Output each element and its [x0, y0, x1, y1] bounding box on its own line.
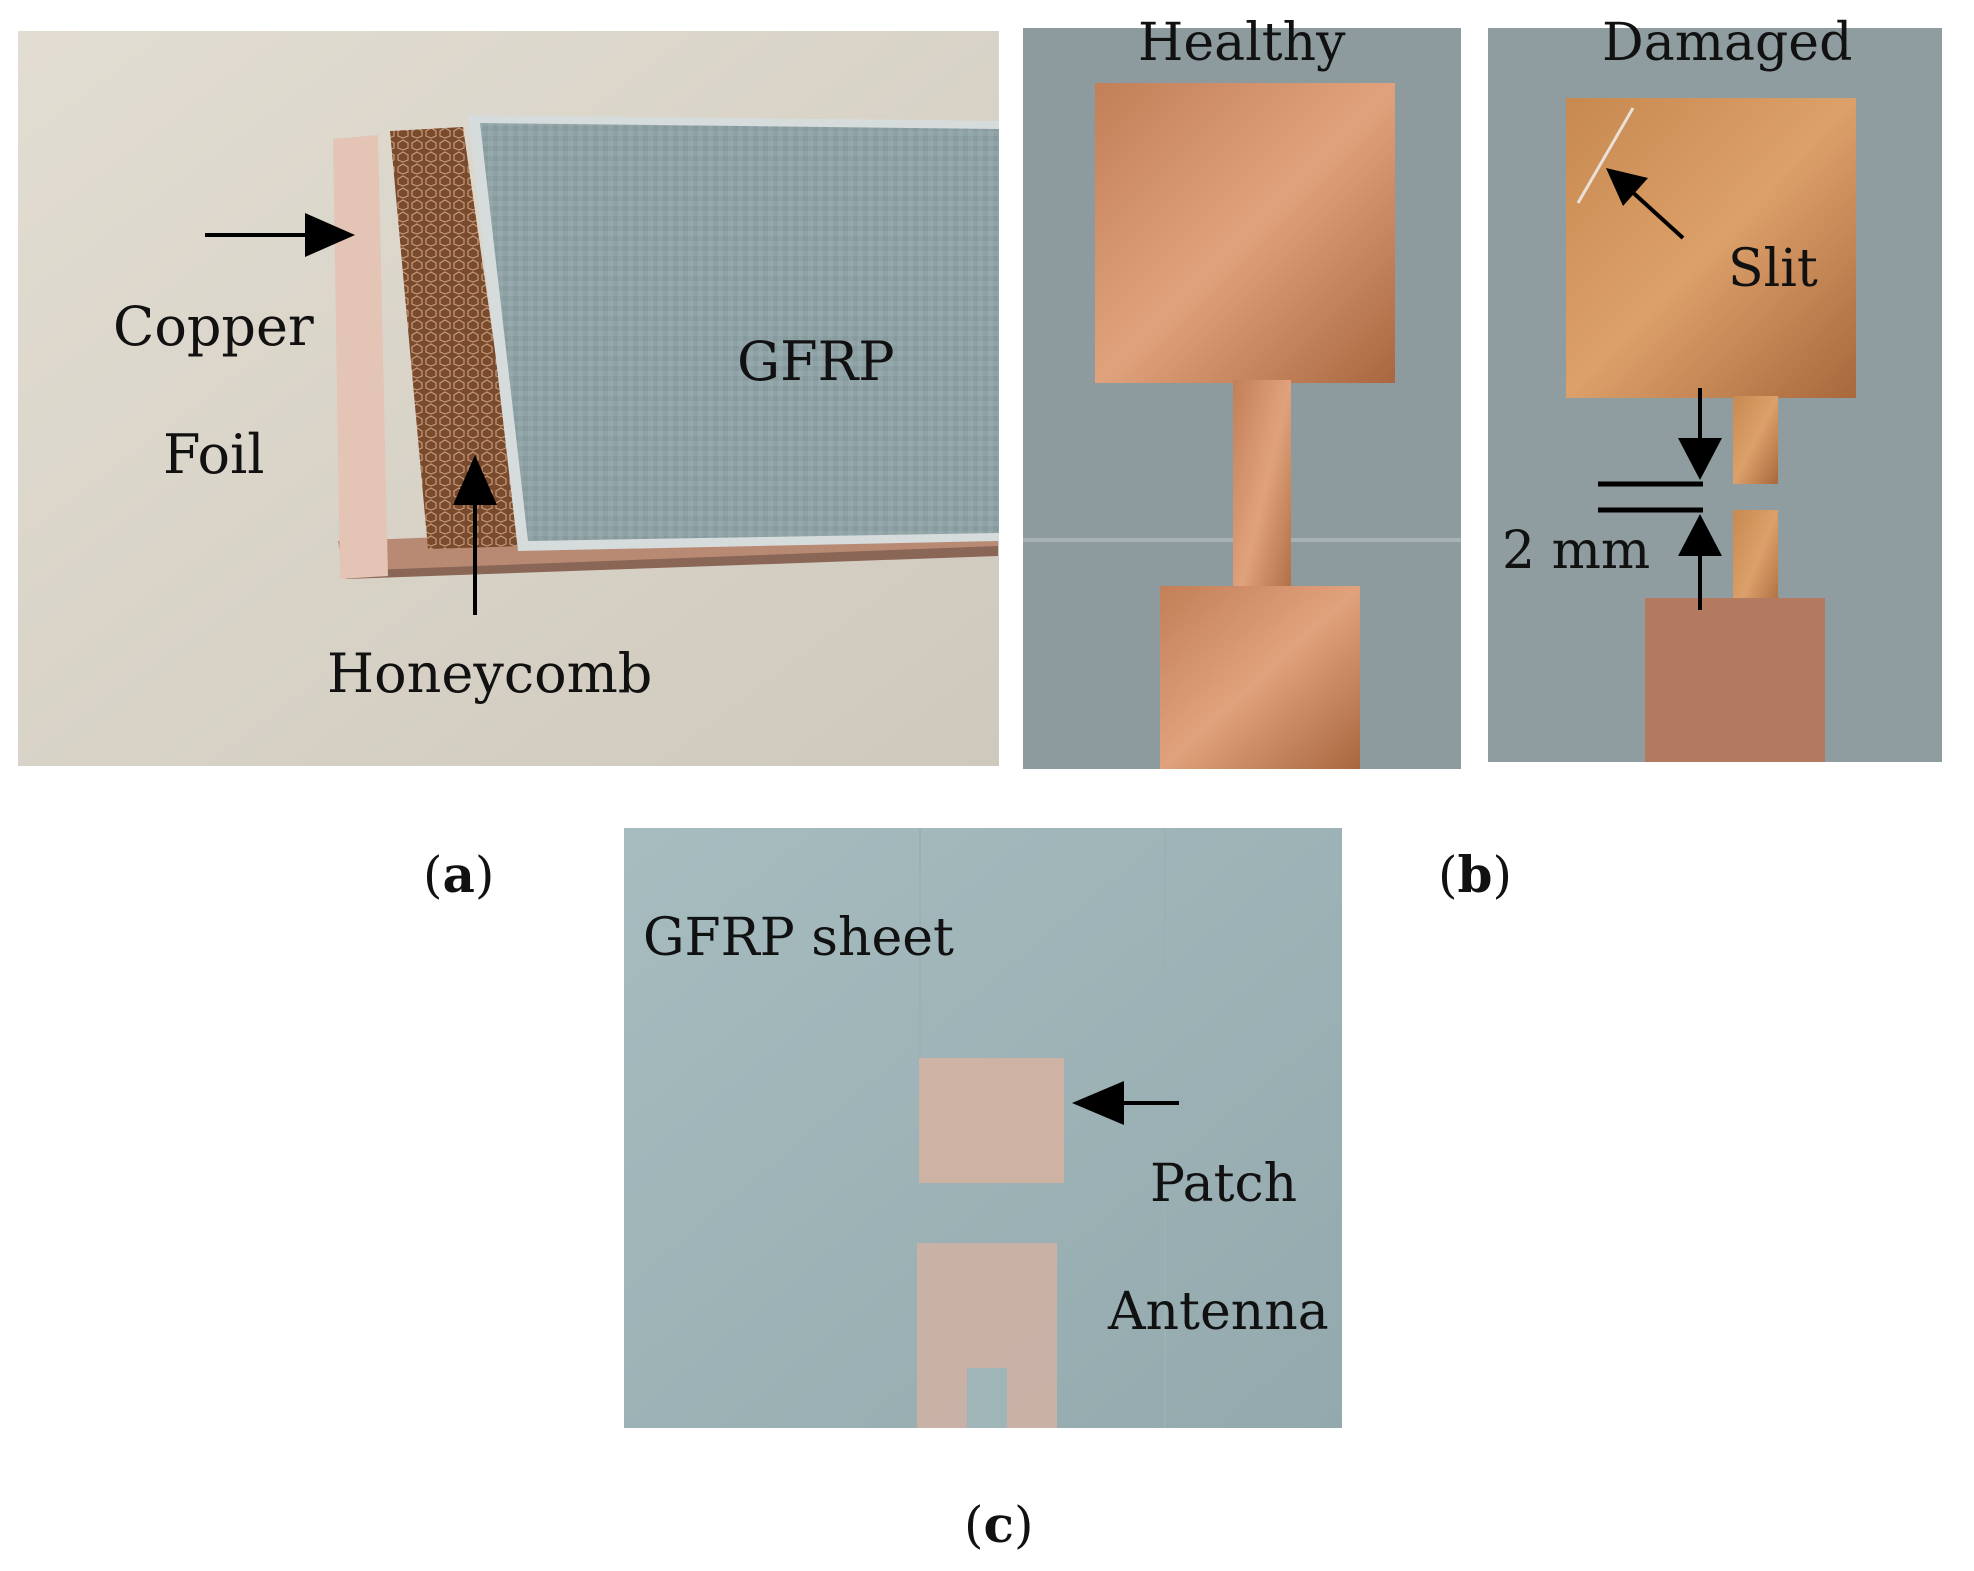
caption-c-open: ( — [964, 1496, 984, 1554]
label-slit: Slit — [1728, 239, 1818, 299]
photo-gfrp-sheet-antenna — [624, 828, 1342, 1428]
caption-c-close: ) — [1013, 1496, 1034, 1554]
arrow-right-icon — [205, 213, 355, 257]
caption-a-letter: a — [442, 845, 475, 904]
photo-damaged-graphic — [1488, 28, 1942, 762]
arrow-copper-foil — [205, 210, 355, 260]
label-copper: Copper — [113, 295, 314, 358]
label-gfrp: GFRP — [737, 330, 895, 393]
photo-damaged-antenna — [1488, 28, 1942, 762]
caption-a-open: ( — [423, 846, 443, 904]
caption-c: (c) — [964, 1500, 1033, 1551]
label-patch: Patch — [1150, 1154, 1298, 1214]
caption-b-open: ( — [1438, 846, 1458, 904]
caption-a-close: ) — [474, 846, 495, 904]
label-damaged: Damaged — [1602, 13, 1853, 73]
caption-c-letter: c — [983, 1495, 1014, 1554]
photo-copper-honeycomb-gfrp — [18, 31, 999, 766]
label-healthy: Healthy — [1138, 13, 1346, 73]
label-antenna: Antenna — [1108, 1282, 1329, 1342]
label-gfrp-sheet: GFRP sheet — [643, 908, 954, 968]
photo-healthy-graphic — [1023, 28, 1461, 769]
label-gap-2mm: 2 mm — [1502, 521, 1651, 581]
label-foil: Foil — [163, 423, 265, 486]
photo-a-graphic — [18, 31, 999, 766]
caption-b-letter: b — [1457, 845, 1493, 904]
caption-b-close: ) — [1492, 846, 1512, 904]
arrow-honeycomb — [450, 455, 500, 615]
arrow-up-icon — [453, 455, 497, 615]
caption-b: (b) — [1438, 850, 1512, 901]
label-honeycomb: Honeycomb — [327, 642, 653, 705]
caption-a: (a) — [423, 850, 494, 901]
photo-healthy-antenna — [1023, 28, 1461, 769]
photo-c-graphic — [624, 828, 1342, 1428]
